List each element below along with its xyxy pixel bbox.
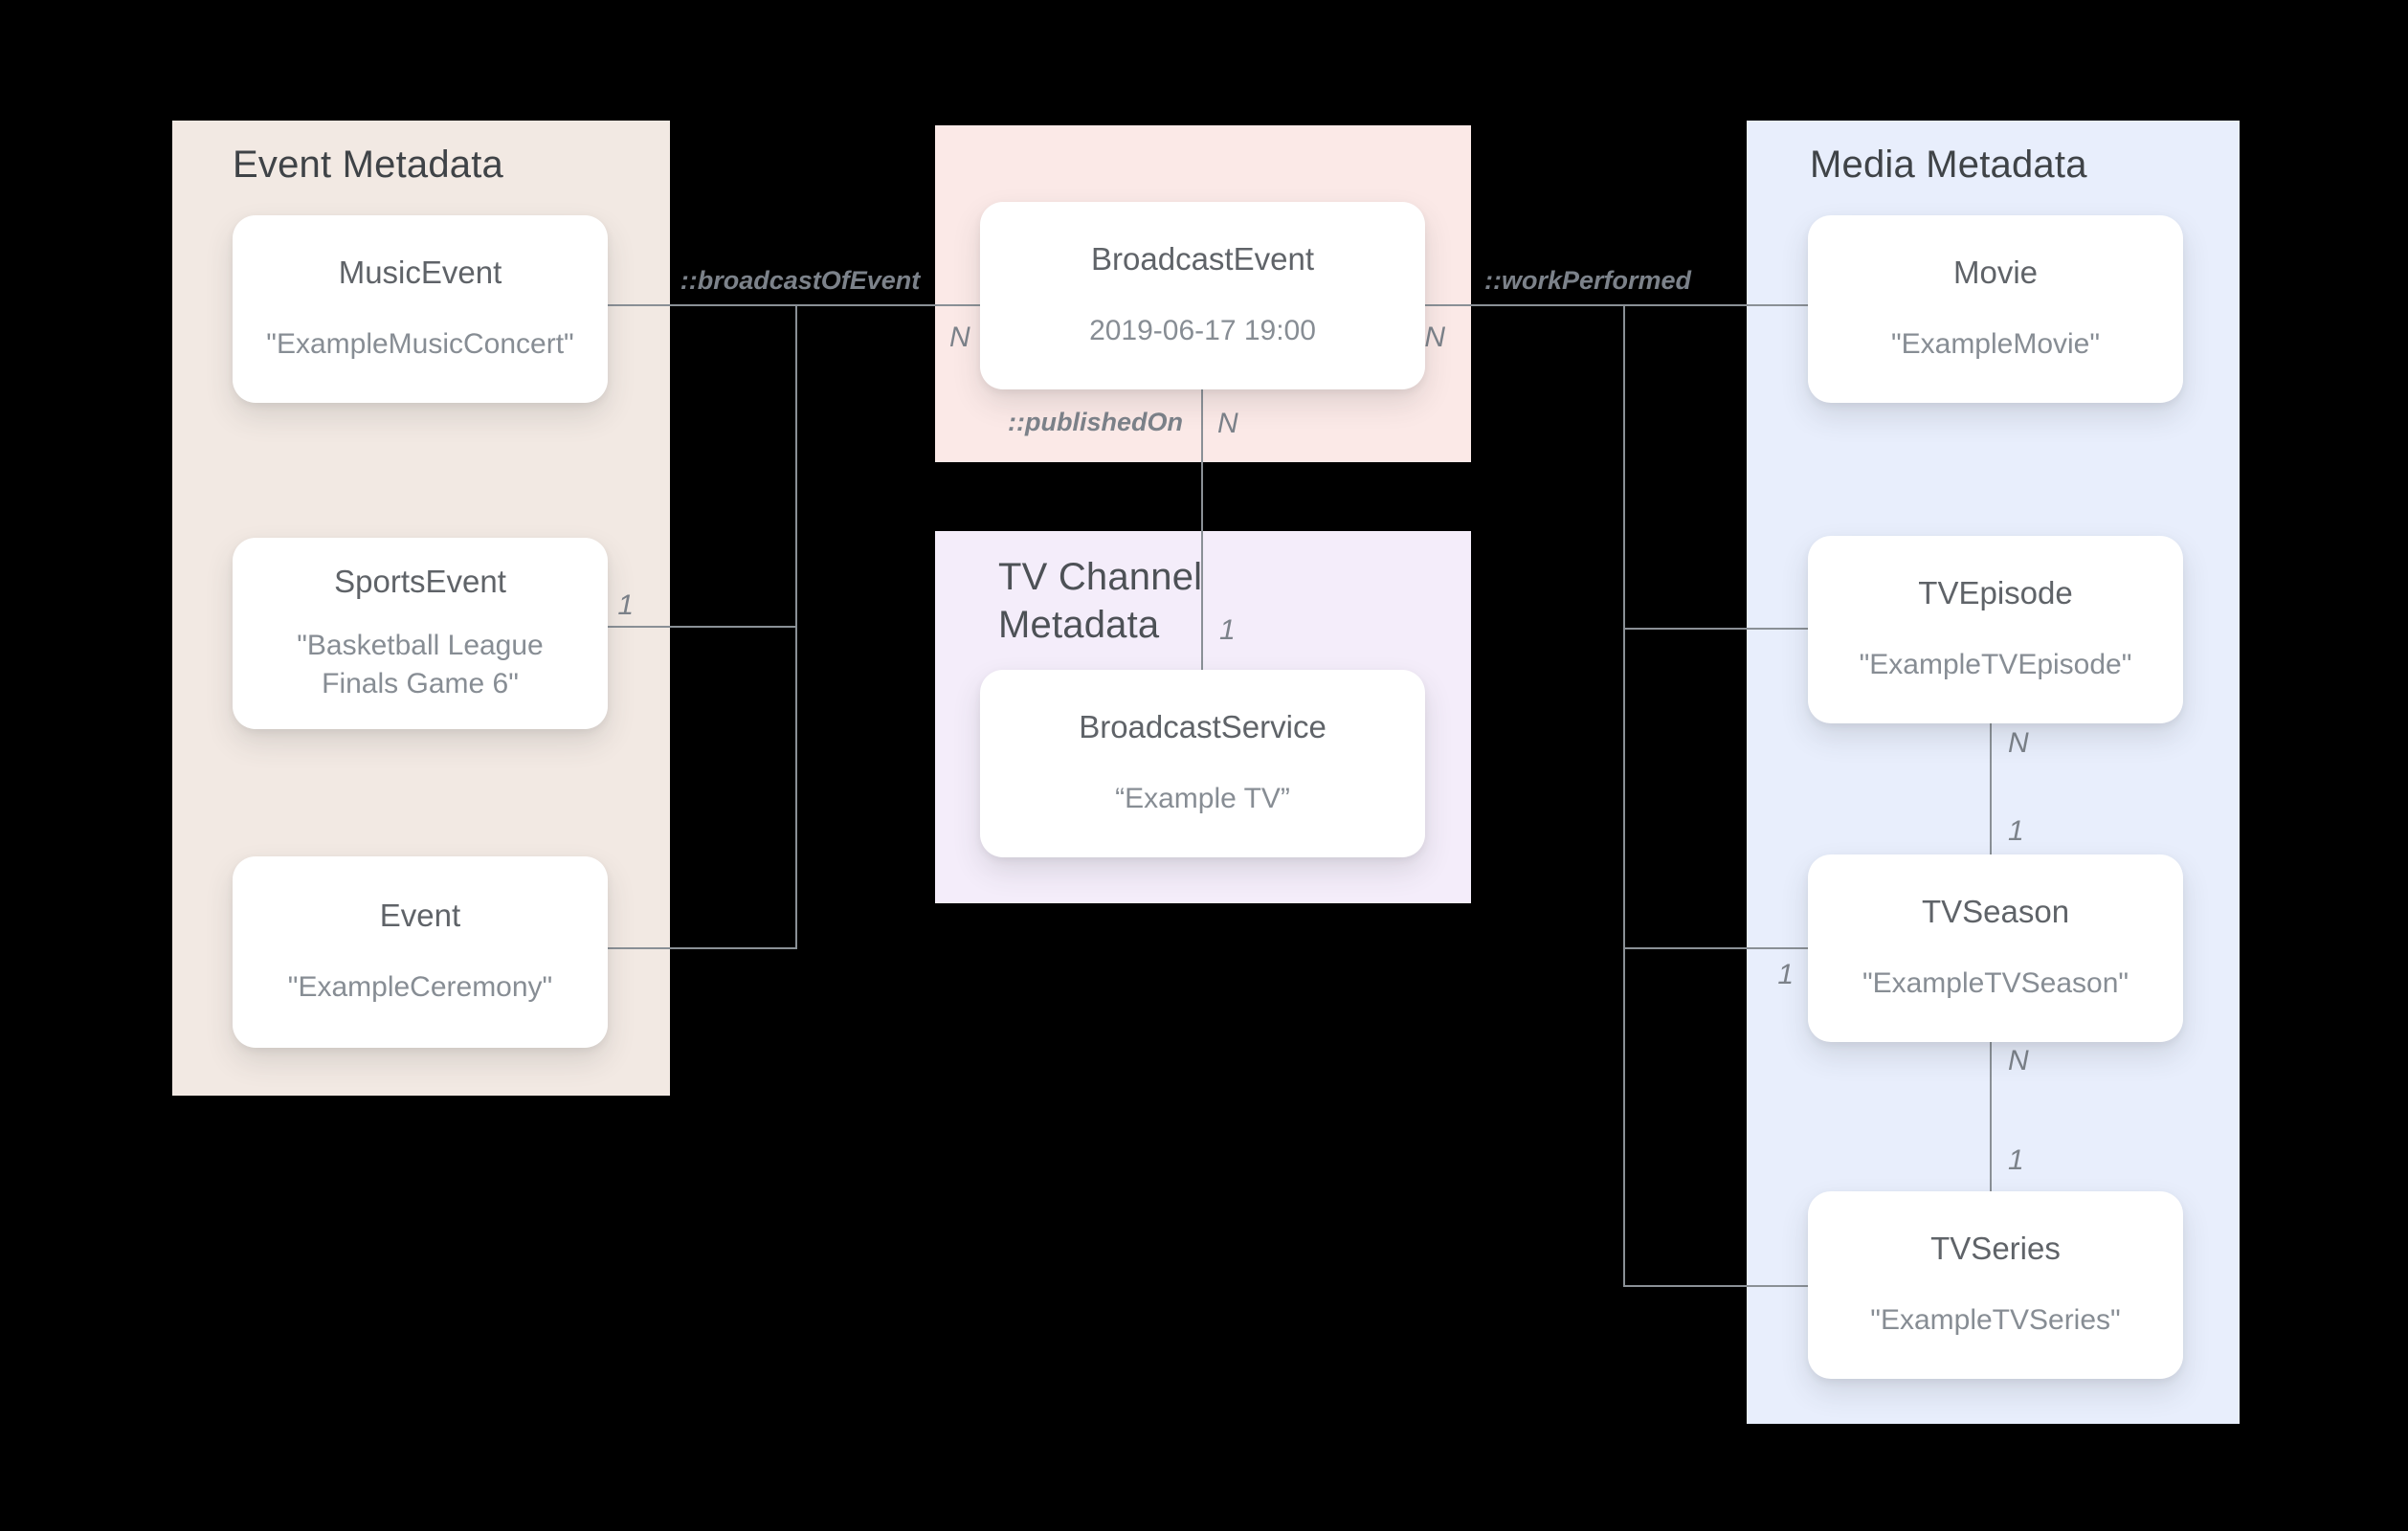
node-movie: Movie "ExampleMovie" xyxy=(1808,215,2183,403)
node-title: BroadcastEvent xyxy=(1091,240,1314,277)
node-broadcast-event: BroadcastEvent 2019-06-17 19:00 xyxy=(980,202,1425,389)
connector-tvepisode-tvseason xyxy=(1990,723,1992,854)
node-title: Event xyxy=(379,897,461,933)
node-title: Movie xyxy=(1952,254,2039,290)
cardinality-tvepisode-n: N xyxy=(2008,727,2029,759)
node-tv-episode: TVEpisode "ExampleTVEpisode" xyxy=(1808,536,2183,723)
node-tv-series: TVSeries "ExampleTVSeries" xyxy=(1808,1191,2183,1379)
node-value: "ExampleMusicConcert" xyxy=(266,327,574,360)
node-value: "ExampleCeremony" xyxy=(287,970,553,1003)
node-title: TVSeason xyxy=(1921,893,2070,929)
cardinality-broadcastevent-right: N xyxy=(1424,322,1445,353)
tv-channel-panel-title: TV Channel Metadata xyxy=(998,556,1203,646)
node-value: "ExampleTVSeries" xyxy=(1870,1303,2121,1336)
node-title: TVSeries xyxy=(1930,1230,2061,1266)
connector-left-junction-vertical xyxy=(795,304,797,949)
edge-label-work-performed: ::workPerformed xyxy=(1484,266,1692,295)
cardinality-tvseries-top-1: 1 xyxy=(2008,1144,2024,1176)
node-title: SportsEvent xyxy=(334,563,506,599)
media-panel-title: Media Metadata xyxy=(1810,144,2087,186)
connector-right-junction-vertical xyxy=(1623,304,1625,1287)
edge-label-published-on: ::publishedOn xyxy=(1008,408,1183,436)
connector-event-junction xyxy=(608,947,797,949)
connector-musicevent-broadcastevent xyxy=(608,304,980,306)
cardinality-tvseason-left-1: 1 xyxy=(1777,959,1794,990)
edge-label-broadcast-of-event: ::broadcastOfEvent xyxy=(680,266,921,295)
node-title: BroadcastService xyxy=(1079,708,1327,744)
cardinality-tvseason-bottom-n: N xyxy=(2008,1045,2029,1076)
cardinality-publishedon-n: N xyxy=(1217,408,1238,439)
node-value: "ExampleTVSeason" xyxy=(1862,966,2129,999)
node-value: "ExampleTVEpisode" xyxy=(1859,648,2132,680)
connector-tvseason-tvseries xyxy=(1990,1042,1992,1191)
node-event: Event "ExampleCeremony" xyxy=(233,856,608,1048)
cardinality-tvseason-top-1: 1 xyxy=(2008,815,2024,847)
node-music-event: MusicEvent "ExampleMusicConcert" xyxy=(233,215,608,403)
node-sports-event: SportsEvent "Basketball League Finals Ga… xyxy=(233,538,608,729)
node-title: TVEpisode xyxy=(1918,574,2073,610)
connector-publishedon-vertical xyxy=(1201,388,1203,670)
connector-sportsevent-junction xyxy=(608,626,797,628)
node-value: 2019-06-17 19:00 xyxy=(1089,314,1316,346)
node-broadcast-service: BroadcastService “Example TV” xyxy=(980,670,1425,857)
node-value: “Example TV” xyxy=(1115,782,1290,814)
node-title: MusicEvent xyxy=(338,254,502,290)
node-tv-season: TVSeason "ExampleTVSeason" xyxy=(1808,854,2183,1042)
connector-junction-tvseries xyxy=(1623,1285,1808,1287)
cardinality-broadcastevent-left: N xyxy=(949,322,970,353)
cardinality-broadcastservice-1: 1 xyxy=(1219,614,1236,646)
connector-broadcastevent-movie xyxy=(1425,304,1808,306)
cardinality-sportsevent-1: 1 xyxy=(617,589,634,621)
event-panel-title: Event Metadata xyxy=(233,144,503,186)
connector-junction-tvseason xyxy=(1623,947,1808,949)
node-value: "ExampleMovie" xyxy=(1890,327,2101,360)
connector-junction-tvepisode xyxy=(1623,628,1808,630)
node-value: "Basketball League Finals Game 6" xyxy=(297,629,544,700)
